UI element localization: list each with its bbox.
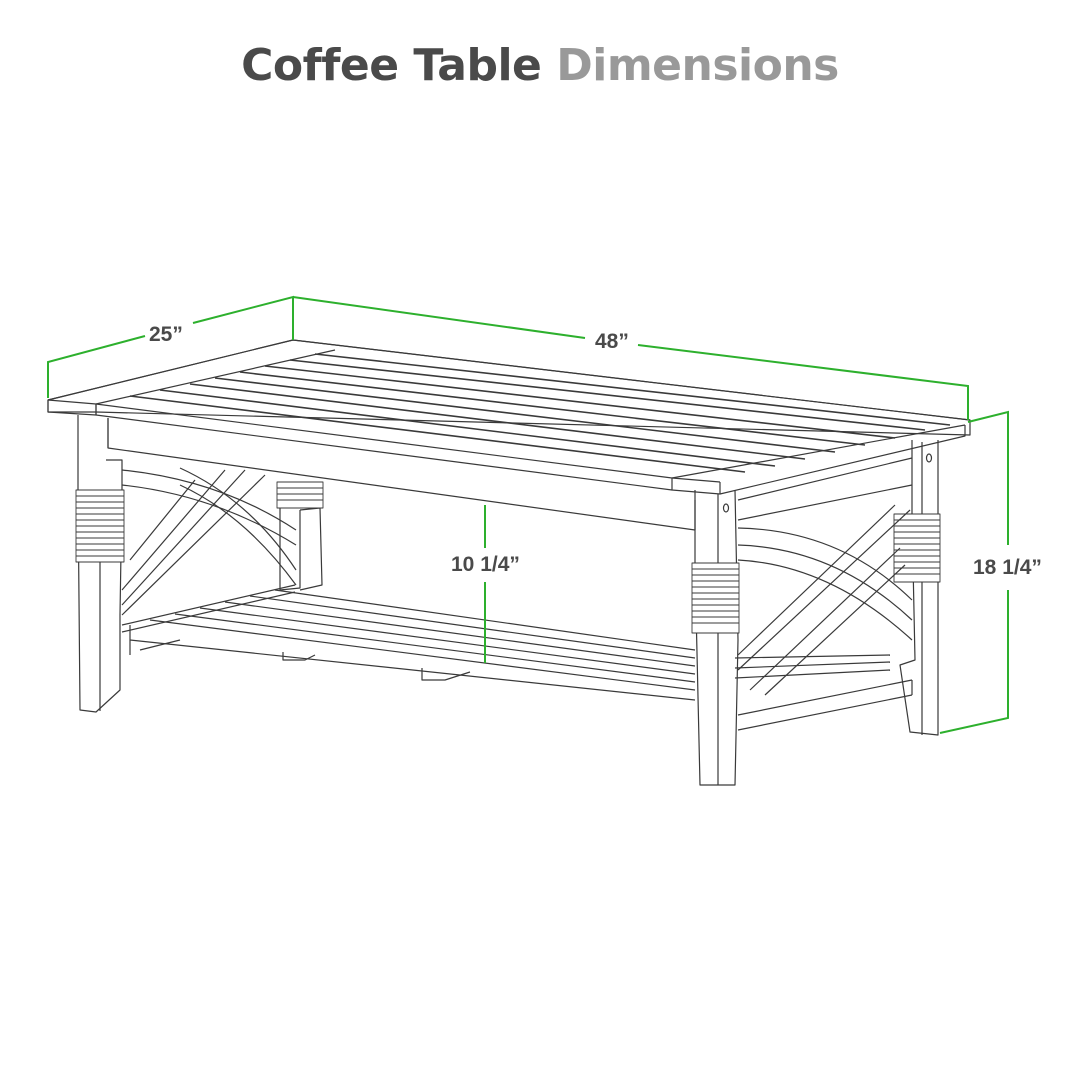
page-title: Coffee Table Dimensions: [0, 40, 1080, 91]
rope-wrap: [691, 562, 740, 634]
depth-dimension-label: 25”: [146, 323, 186, 347]
rope-wrap: [75, 489, 125, 563]
height-dimension-line: [967, 410, 1009, 545]
title-primary: Coffee Table: [241, 40, 542, 91]
width-dimension-line: [292, 296, 586, 339]
leg-front-right: [691, 489, 740, 786]
table-line-drawing: [47, 339, 971, 786]
width-dimension-label: 48”: [592, 330, 632, 354]
shelf-clearance-label: 10 1/4”: [448, 553, 523, 577]
depth-dimension-line: [47, 335, 146, 398]
leg-back-left: [276, 481, 324, 591]
title-secondary: Dimensions: [556, 40, 839, 91]
lower-shelf: [121, 584, 891, 701]
rope-wrap: [893, 513, 941, 583]
right-side-rails: [737, 457, 913, 731]
leg-front-left: [75, 415, 125, 713]
height-dimension-line-2: [939, 590, 1009, 734]
top-slats: [129, 353, 951, 473]
support-blocks: [282, 652, 471, 681]
dimension-lines: [47, 295, 1009, 734]
tabletop: [47, 339, 971, 495]
height-dimension-label: 18 1/4”: [970, 556, 1045, 580]
shelf-slats: [149, 589, 891, 691]
width-dimension-line-2: [637, 344, 969, 420]
rope-wrap: [276, 481, 324, 509]
cross-braces-right: [737, 504, 913, 696]
cross-braces-left: [121, 467, 297, 616]
leg-back-right: [893, 440, 941, 736]
depth-dimension-line-2: [192, 295, 294, 340]
